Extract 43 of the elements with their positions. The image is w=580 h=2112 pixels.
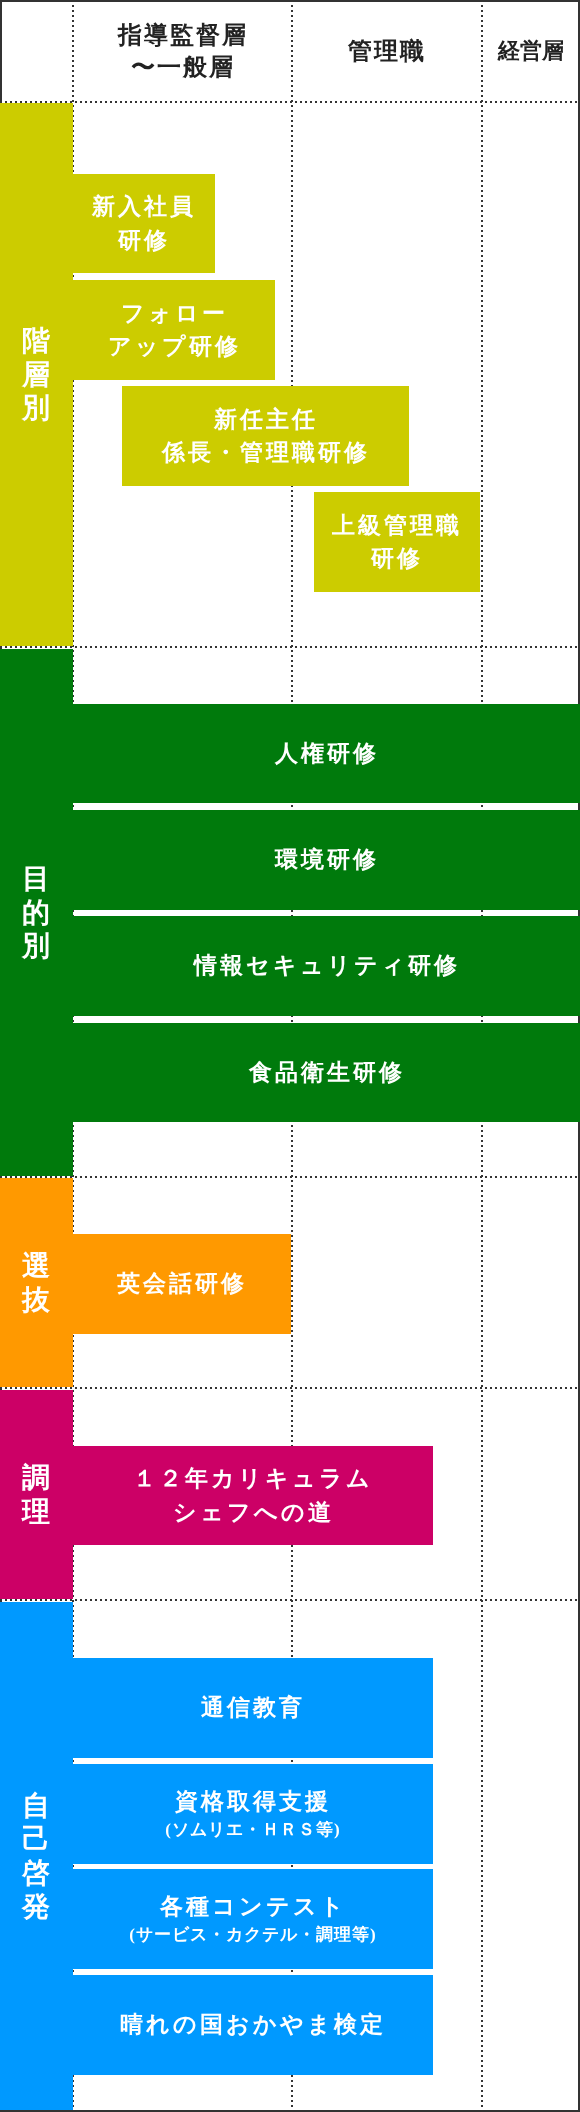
course-box bbox=[314, 492, 480, 592]
category-band bbox=[0, 1178, 73, 1387]
course-title: 環境研修 bbox=[274, 846, 379, 875]
category-label: 自己啓発 bbox=[21, 1788, 52, 1924]
course-title: 通信教育 bbox=[201, 1693, 305, 1723]
course-title: 新任主任係長・管理職研修 bbox=[161, 405, 370, 467]
category-label: 選抜 bbox=[21, 1248, 52, 1317]
column-header: 経営層 bbox=[498, 37, 564, 66]
course-title: 食品衛生研修 bbox=[248, 1058, 405, 1087]
column-header: 指導監督層〜一般層 bbox=[117, 20, 248, 82]
course-box bbox=[73, 1023, 580, 1122]
course-title: 英会話研修 bbox=[117, 1270, 247, 1299]
course-title: １２年カリキュラムシェフへの道 bbox=[133, 1465, 373, 1527]
category-label: 階層別 bbox=[21, 324, 52, 425]
course-title: 人権研修 bbox=[274, 739, 379, 768]
column-header: 管理職 bbox=[348, 36, 426, 66]
course-title: 情報セキュリティ研修 bbox=[193, 952, 460, 981]
course-box bbox=[73, 704, 580, 803]
course-box bbox=[73, 916, 580, 1016]
course-box bbox=[73, 1764, 433, 1864]
course-title: 晴れの国おかやま検定 bbox=[120, 2011, 386, 2040]
course-box bbox=[73, 174, 215, 273]
course-box bbox=[73, 810, 580, 910]
category-band bbox=[0, 103, 73, 646]
course-title: 資格取得支援 bbox=[175, 1788, 331, 1816]
course-note: (ソムリエ・ＨＲＳ等) bbox=[165, 1819, 341, 1842]
course-title: フォローアップ研修 bbox=[107, 299, 241, 361]
course-box bbox=[73, 280, 275, 380]
category-label: 調理 bbox=[21, 1460, 52, 1529]
course-box bbox=[73, 1446, 433, 1545]
category-label: 目的別 bbox=[21, 862, 52, 963]
course-box bbox=[73, 1975, 433, 2075]
category-band bbox=[0, 649, 73, 1176]
course-box bbox=[122, 386, 409, 486]
course-title: 上級管理職研修 bbox=[332, 511, 462, 573]
course-title: 新入社員研修 bbox=[92, 193, 196, 255]
category-band bbox=[0, 1390, 73, 1599]
course-note: (サービス・カクテル・調理等) bbox=[129, 1924, 377, 1947]
course-box bbox=[73, 1234, 291, 1334]
course-box bbox=[73, 1658, 433, 1758]
course-box bbox=[73, 1869, 433, 1969]
category-band bbox=[0, 1602, 73, 2110]
course-title: 各種コンテスト bbox=[159, 1893, 347, 1921]
